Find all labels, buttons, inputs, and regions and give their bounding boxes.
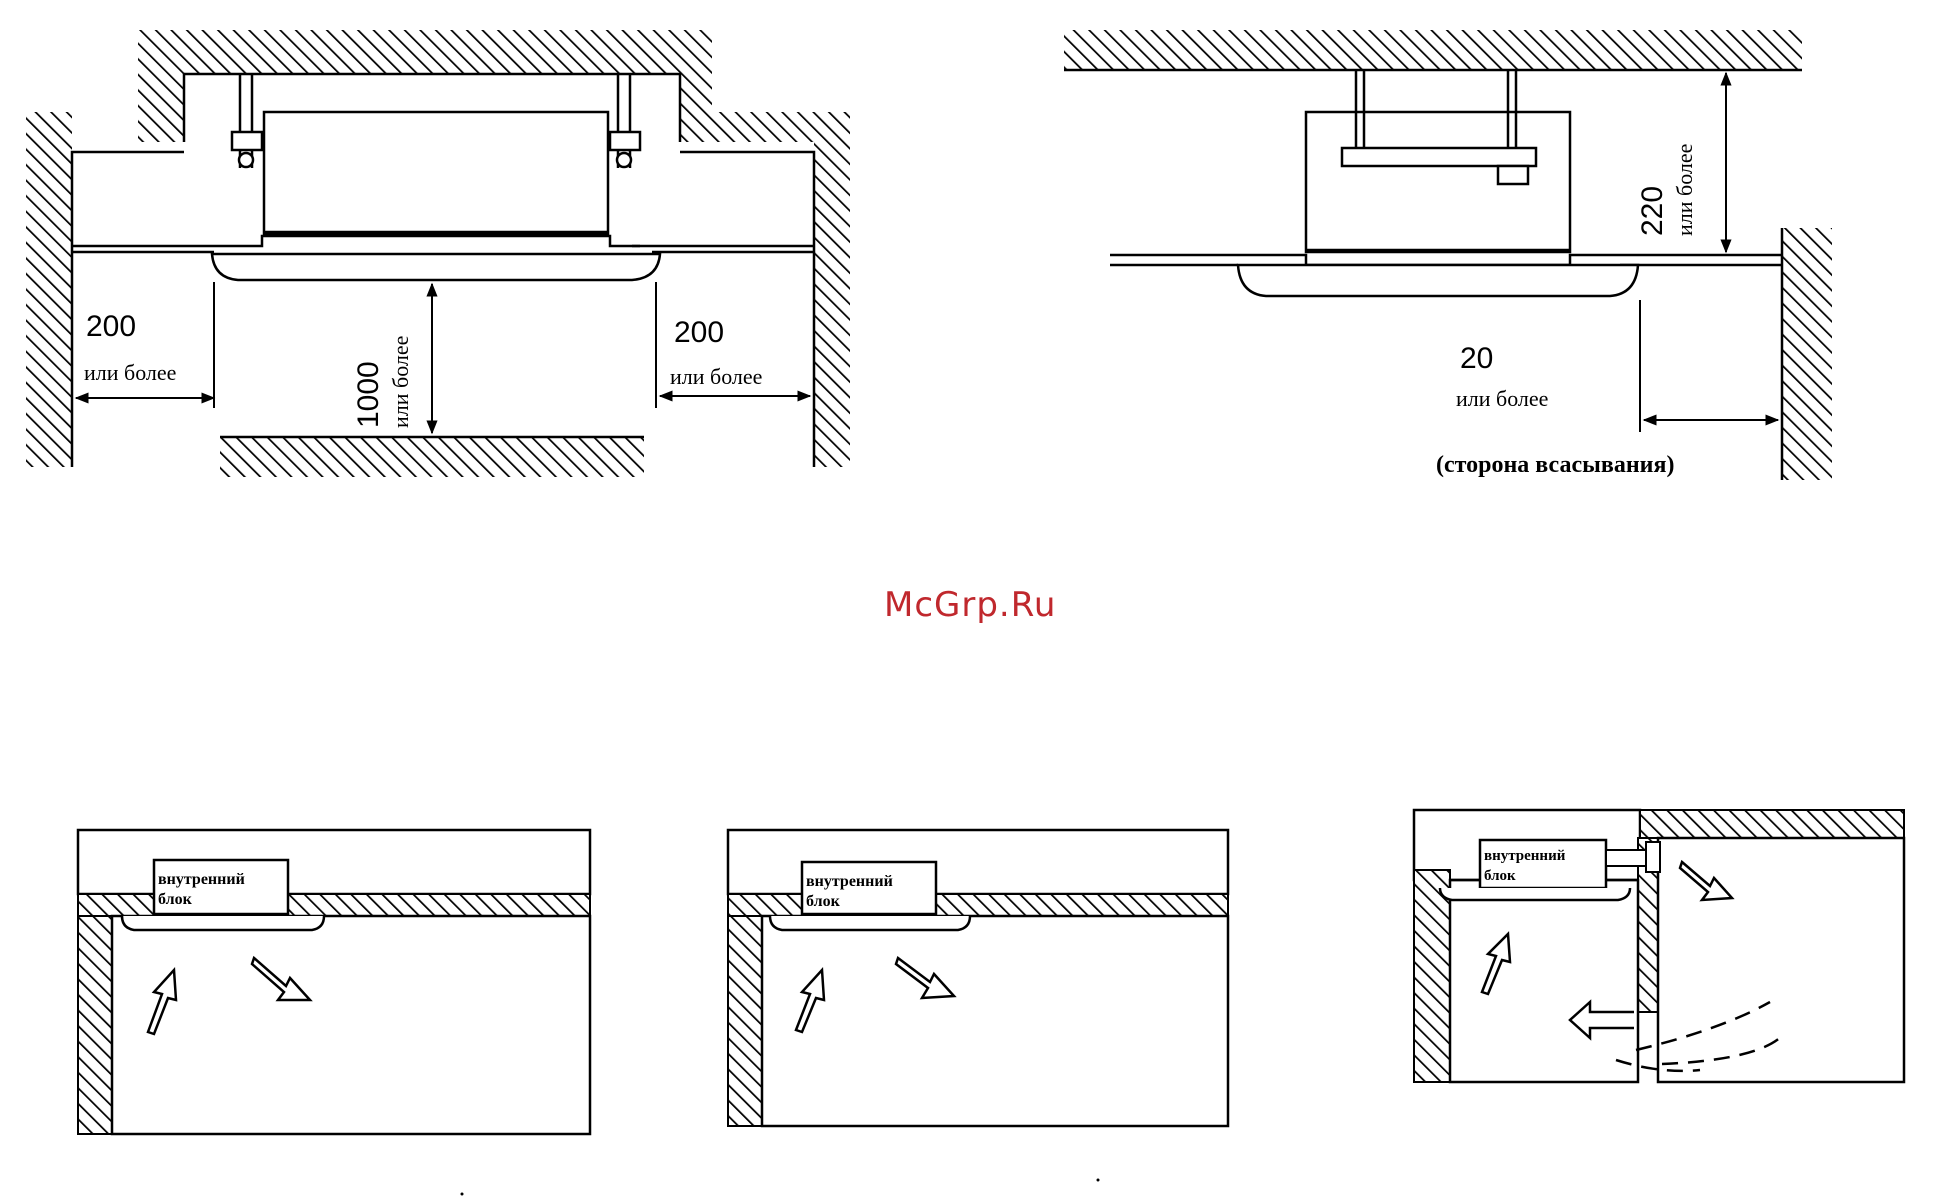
left-wall-hatch bbox=[26, 112, 72, 467]
indoor-unit-label-line1: внутренний bbox=[1484, 848, 1566, 864]
ceiling-clearance-unit: или более bbox=[1672, 144, 1697, 236]
outflow-arrow-icon bbox=[252, 958, 310, 1000]
floor-hatch bbox=[220, 437, 644, 477]
intake-arrow-icon bbox=[148, 970, 176, 1034]
left-clearance-unit: или более bbox=[84, 360, 176, 385]
suction-side-note: (сторона всасывания) bbox=[1436, 452, 1674, 478]
outflow-arrow-icon bbox=[1680, 862, 1732, 900]
wall-hatch bbox=[1782, 228, 1832, 480]
watermark: McGrp.Ru bbox=[884, 585, 1056, 625]
room-diagram-a: внутренний блок bbox=[78, 830, 590, 1134]
clearance-diagram-cassette: 200 или более 200 или более 1000 или бол… bbox=[26, 30, 850, 477]
clearance-diagram-wall: 220 или более 20 или более (сторона всас… bbox=[1064, 30, 1832, 480]
right-clearance-value: 200 bbox=[674, 316, 724, 349]
room-diagram-c: внутренний блок bbox=[1414, 810, 1904, 1082]
right-clearance-unit: или более bbox=[670, 364, 762, 389]
ceiling-line bbox=[72, 246, 814, 252]
wall-clearance-unit: или более bbox=[1456, 386, 1548, 411]
intake-arrow-icon bbox=[796, 970, 824, 1032]
room-diagram-b: внутренний блок bbox=[728, 830, 1228, 1126]
left-clearance-value: 200 bbox=[86, 310, 136, 343]
outflow-arrow-icon bbox=[896, 958, 954, 998]
indoor-unit-label-line2: блок bbox=[1484, 868, 1516, 884]
return-air-arrow-icon bbox=[1570, 1002, 1634, 1038]
indoor-unit-label-line2: блок bbox=[158, 891, 193, 908]
indoor-unit-cassette bbox=[1238, 112, 1638, 296]
indoor-unit-label-line1: внутренний bbox=[806, 873, 893, 890]
indoor-unit-label-line1: внутренний bbox=[158, 871, 245, 888]
hanging-bracket bbox=[1342, 70, 1536, 184]
floor-clearance-value: 1000 bbox=[352, 361, 385, 428]
indoor-unit-cassette bbox=[212, 112, 660, 280]
wall-clearance-value: 20 bbox=[1460, 342, 1493, 375]
ceiling-clearance-value: 220 bbox=[1636, 186, 1669, 236]
floor-clearance-unit: или более bbox=[388, 336, 413, 428]
right-wall-hatch bbox=[814, 112, 850, 467]
intake-arrow-icon bbox=[1482, 934, 1510, 994]
ceiling-hatch bbox=[1064, 30, 1802, 70]
indoor-unit-label-line2: блок bbox=[806, 893, 841, 910]
